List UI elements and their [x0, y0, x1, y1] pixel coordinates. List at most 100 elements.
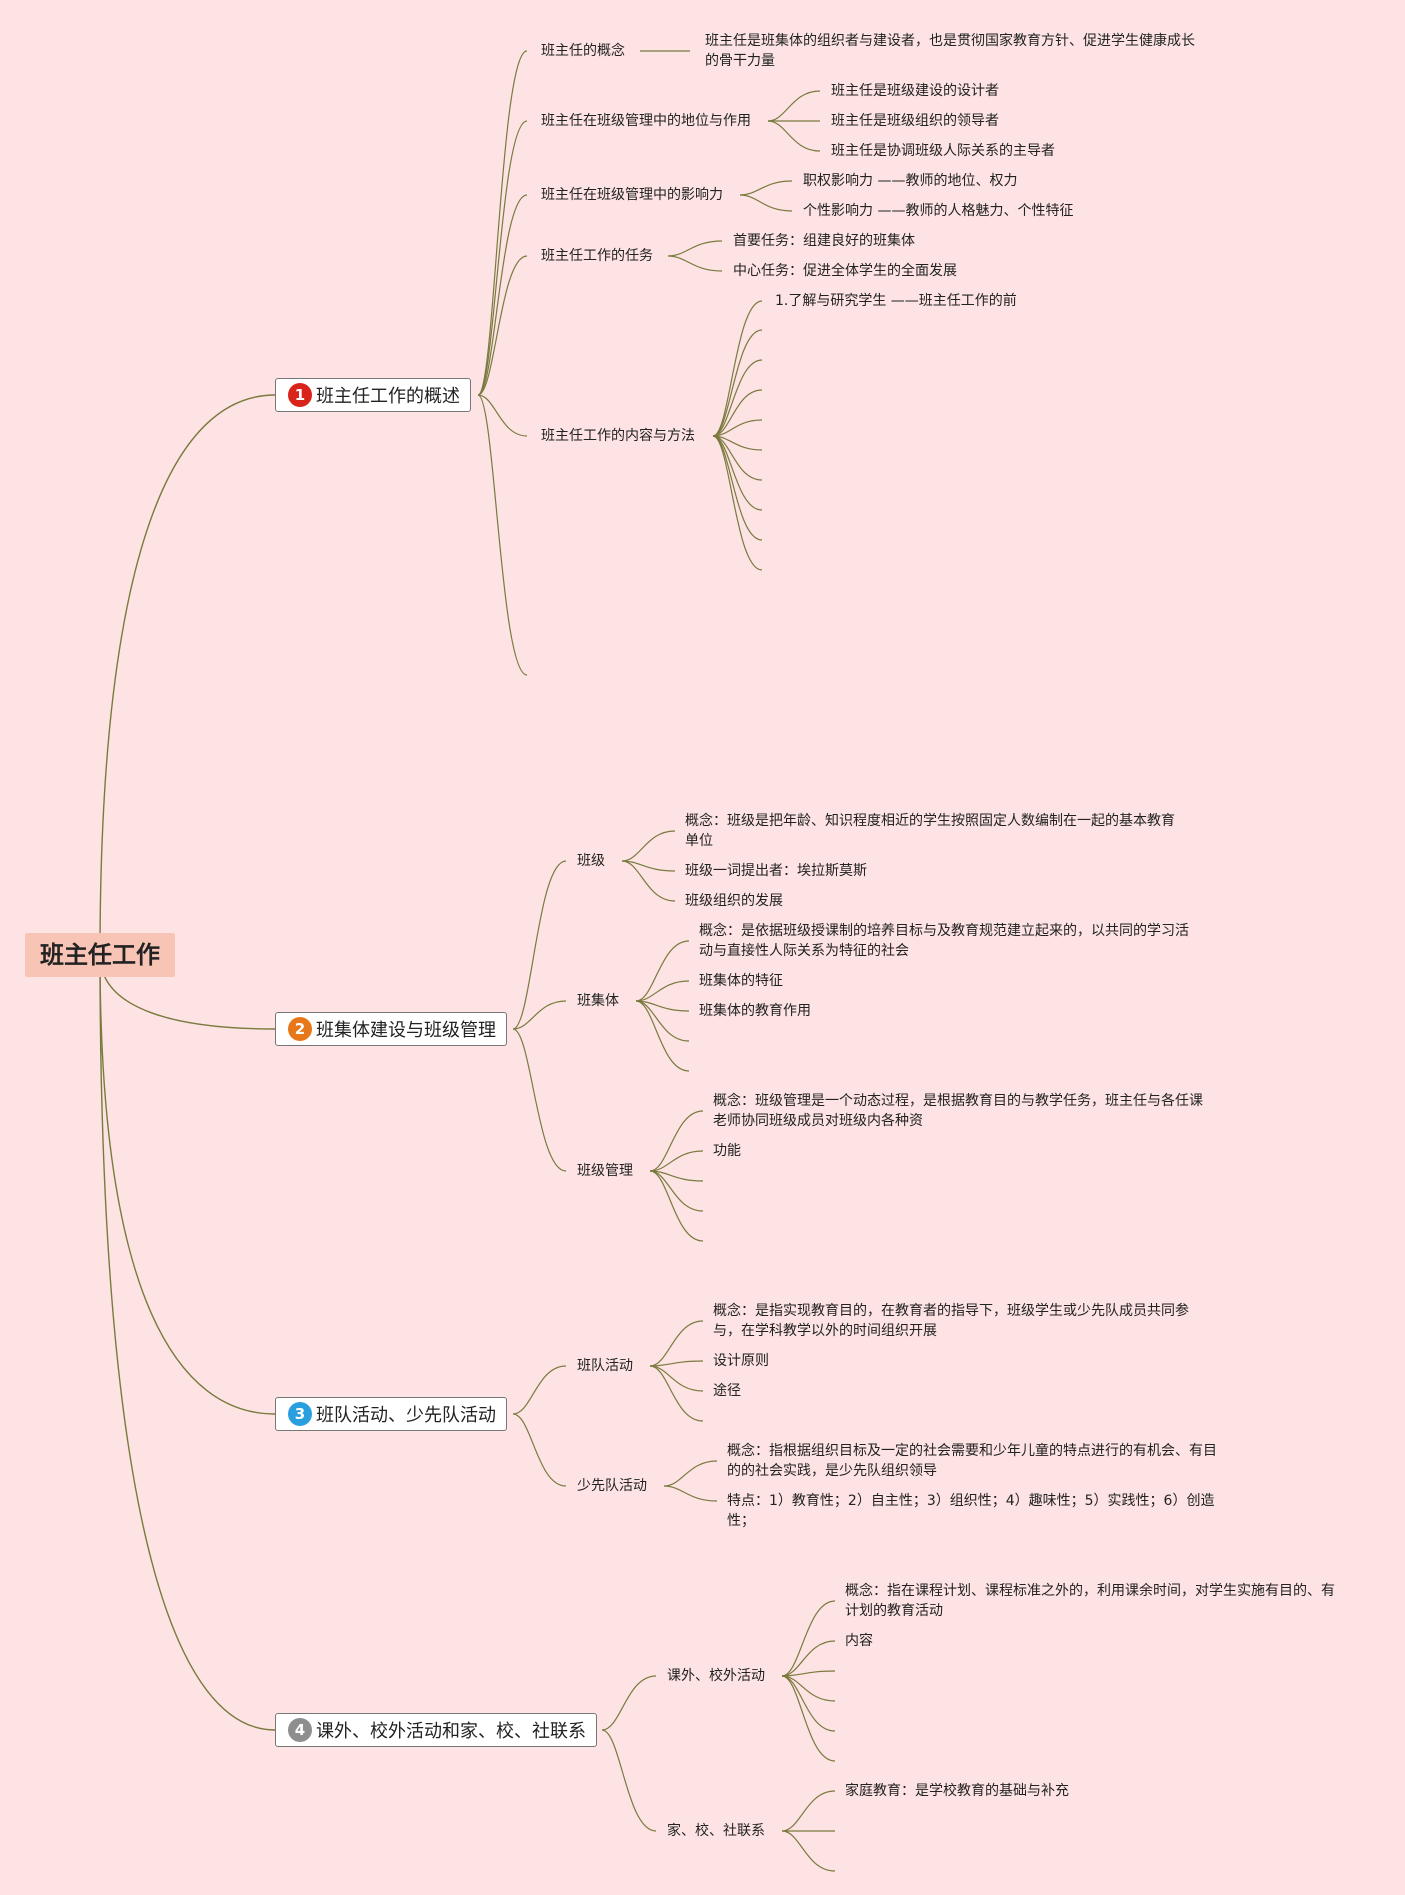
b2-c3-item[interactable]: 概念：班级管理是一个动态过程，是根据教育目的与教学任务，班主任与各任课老师协同班… — [713, 1093, 1203, 1129]
connector-line — [649, 1150, 704, 1172]
connector-line — [601, 1729, 657, 1832]
number-badge: 3 — [288, 1402, 312, 1426]
connector-line — [712, 435, 763, 481]
connector-line — [712, 435, 763, 541]
connector-line — [635, 980, 690, 1002]
connector-line — [477, 394, 528, 437]
b2-c2-label[interactable]: 班集体 — [577, 993, 619, 1009]
b1-c2-item[interactable]: 班主任是班级组织的领导者 — [831, 113, 999, 129]
branch-3-topic[interactable]: 3 班队活动、少先队活动 — [275, 1397, 507, 1431]
b2-c3-label[interactable]: 班级管理 — [577, 1163, 633, 1179]
branch-2-label: 班集体建设与班级管理 — [316, 1020, 496, 1041]
connector-line — [649, 1170, 704, 1212]
b1-c4-item[interactable]: 首要任务：组建良好的班集体 — [733, 233, 915, 249]
branch-1-topic[interactable]: 1 班主任工作的概述 — [275, 378, 471, 412]
connector-line — [512, 1413, 567, 1487]
b3-c1-item[interactable]: 途径 — [713, 1383, 741, 1399]
connector-line — [649, 1170, 704, 1242]
b3-c1-item[interactable]: 设计原则 — [713, 1353, 769, 1369]
b2-c1-item[interactable]: 概念：班级是把年龄、知识程度相近的学生按照固定人数编制在一起的基本教育单位 — [685, 813, 1175, 849]
connector-line — [477, 255, 528, 396]
root-topic[interactable]: 班主任工作 — [25, 933, 175, 977]
b1-c3-item[interactable]: 个性影响力 ——教师的人格魅力、个性特征 — [803, 203, 1074, 219]
b1-c1-text[interactable]: 班主任是班集体的组织者与建设者，也是贯彻国家教育方针、促进学生健康成长的骨干力量 — [705, 33, 1195, 69]
connector-line — [635, 1000, 690, 1042]
connector-line — [781, 1675, 836, 1732]
connector-line — [712, 419, 763, 437]
b2-c2-item[interactable]: 班集体的特征 — [699, 973, 783, 989]
b3-c2-label[interactable]: 少先队活动 — [577, 1478, 647, 1494]
connector-line — [712, 359, 763, 437]
branch-2-topic[interactable]: 2 班集体建设与班级管理 — [275, 1012, 507, 1046]
b1-c4-item[interactable]: 中心任务：促进全体学生的全面发展 — [733, 263, 957, 279]
b2-c3-item[interactable]: 功能 — [713, 1143, 741, 1159]
connector-line — [712, 435, 763, 571]
connector-line — [663, 1460, 718, 1487]
branch-4-topic[interactable]: 4 课外、校外活动和家、校、社联系 — [275, 1713, 597, 1747]
b3-c2-item[interactable]: 概念：指根据组织目标及一定的社会需要和少年儿童的特点进行的有机会、有目的的社会实… — [727, 1443, 1217, 1479]
b2-c1-label[interactable]: 班级 — [577, 853, 605, 869]
connector-line — [621, 830, 676, 862]
connector-line — [512, 860, 567, 1030]
connector-line — [667, 240, 723, 257]
b4-c1-item[interactable]: 概念：指在课程计划、课程标准之外的，利用课余时间，对学生实施有目的、有计划的教育… — [845, 1583, 1335, 1619]
connector-line — [477, 394, 528, 676]
connector-line — [781, 1675, 836, 1762]
b2-c2-item[interactable]: 概念：是依据班级授课制的培养目标与及教育规范建立起来的，以共同的学习活动与直接性… — [699, 923, 1189, 959]
b1-c2-label[interactable]: 班主任在班级管理中的地位与作用 — [541, 113, 751, 129]
connector-line — [739, 180, 793, 196]
b3-c2-item[interactable]: 特点：1）教育性；2）自主性；3）组织性；4）趣味性；5）实践性；6）创造性； — [727, 1493, 1215, 1529]
b4-c1-label[interactable]: 课外、校外活动 — [667, 1668, 765, 1684]
connector-line — [781, 1790, 836, 1832]
branch-1-label: 班主任工作的概述 — [316, 386, 460, 407]
number-badge: 4 — [288, 1718, 312, 1742]
connector-line — [621, 860, 676, 902]
number-badge: 2 — [288, 1017, 312, 1041]
b3-c1-label[interactable]: 班队活动 — [577, 1358, 633, 1374]
b4-c2-label[interactable]: 家、校、社联系 — [667, 1823, 765, 1839]
b1-c3-label[interactable]: 班主任在班级管理中的影响力 — [541, 187, 723, 203]
branch-3-label: 班队活动、少先队活动 — [316, 1405, 496, 1426]
connector-line — [649, 1320, 704, 1367]
b4-c1-item[interactable]: 内容 — [845, 1633, 873, 1649]
connector-line — [99, 394, 276, 956]
connector-line — [712, 300, 763, 437]
connector-line — [781, 1670, 836, 1677]
connector-line — [767, 90, 821, 122]
connector-line — [781, 1640, 836, 1677]
connector-line — [667, 255, 723, 272]
connector-line — [477, 50, 528, 396]
b1-c2-item[interactable]: 班主任是协调班级人际关系的主导者 — [831, 143, 1055, 159]
connector-line — [99, 954, 276, 1731]
b1-c5-item[interactable]: 1.了解与研究学生 ——班主任工作的前 — [775, 293, 1017, 309]
connector-line — [512, 1028, 567, 1172]
connector-line — [635, 940, 690, 1002]
b1-c5-label[interactable]: 班主任工作的内容与方法 — [541, 428, 695, 444]
connector-line — [99, 954, 276, 1415]
b1-c4-label[interactable]: 班主任工作的任务 — [541, 248, 653, 264]
connector-line — [663, 1485, 718, 1502]
connector-line — [649, 1365, 704, 1422]
b1-c3-item[interactable]: 职权影响力 ——教师的地位、权力 — [803, 173, 1018, 189]
connector-line — [781, 1600, 836, 1677]
b2-c1-item[interactable]: 班级组织的发展 — [685, 893, 783, 909]
branch-4-label: 课外、校外活动和家、校、社联系 — [316, 1721, 586, 1742]
connector-line — [512, 1000, 567, 1030]
connector-line — [712, 389, 763, 437]
b2-c1-item[interactable]: 班级一词提出者：埃拉斯莫斯 — [685, 863, 867, 879]
connector-line — [477, 194, 528, 396]
b3-c1-item[interactable]: 概念：是指实现教育目的，在教育者的指导下，班级学生或少先队成员共同参与，在学科教… — [713, 1303, 1189, 1339]
connector-line — [712, 329, 763, 437]
connector-line — [739, 194, 793, 212]
connector-line — [621, 860, 676, 872]
connector-line — [477, 120, 528, 396]
b1-c2-item[interactable]: 班主任是班级建设的设计者 — [831, 83, 999, 99]
b4-c2-item[interactable]: 家庭教育：是学校教育的基础与补充 — [845, 1783, 1069, 1799]
connector-line — [635, 1000, 690, 1072]
connector-line — [601, 1675, 657, 1731]
number-badge: 1 — [288, 383, 312, 407]
b1-c1-label[interactable]: 班主任的概念 — [541, 43, 625, 59]
connector-line — [512, 1365, 567, 1415]
b2-c2-item[interactable]: 班集体的教育作用 — [699, 1003, 811, 1019]
